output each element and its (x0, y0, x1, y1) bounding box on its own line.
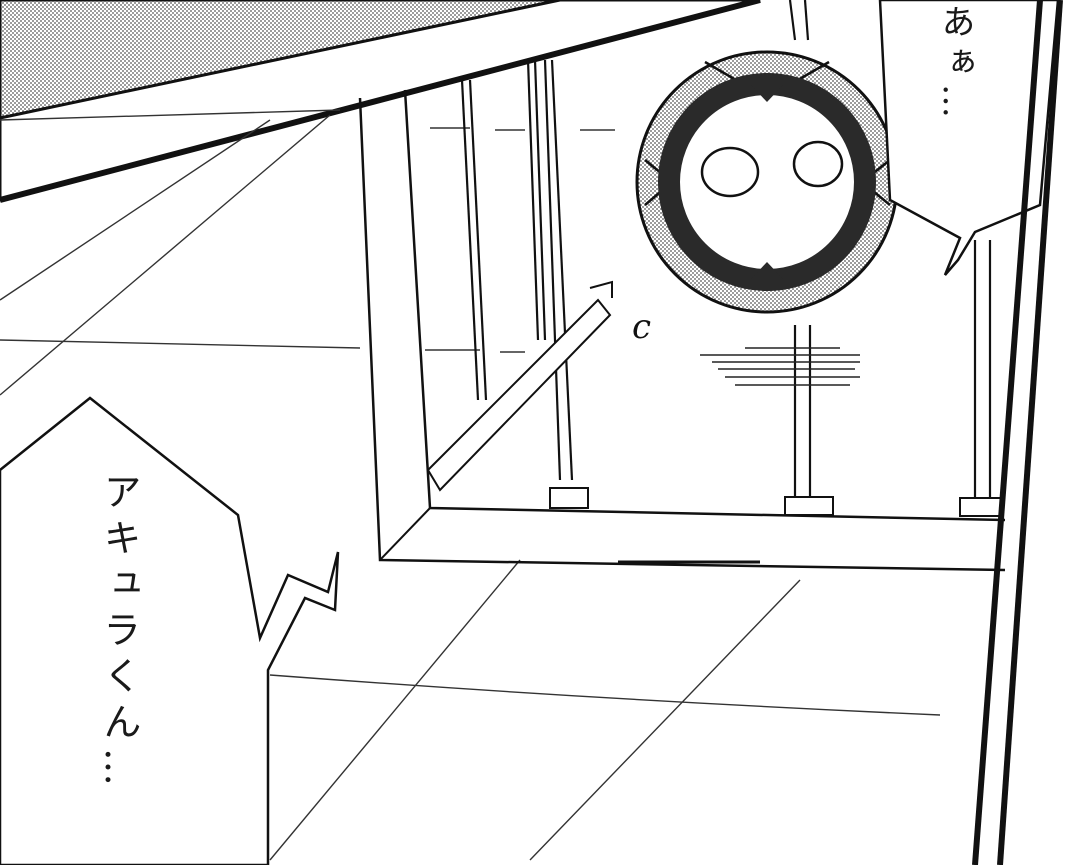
speech-bubble-right-text: あぁ… (935, 4, 975, 124)
speech-bubble-left (0, 396, 340, 865)
handrail (426, 280, 613, 492)
motion-lines (700, 347, 860, 386)
speech-bubble-left-text: アキュラくん… (97, 472, 141, 794)
panel-border-right (972, 0, 1063, 865)
ceiling-beam-edge (0, 0, 761, 203)
floor-lines (0, 109, 941, 861)
pole-feet (549, 487, 1003, 517)
window-poles (460, 0, 992, 500)
round-helmet-character-icon (635, 50, 899, 314)
sound-effect: c (632, 307, 651, 347)
speech-bubble-right (878, 0, 1060, 276)
